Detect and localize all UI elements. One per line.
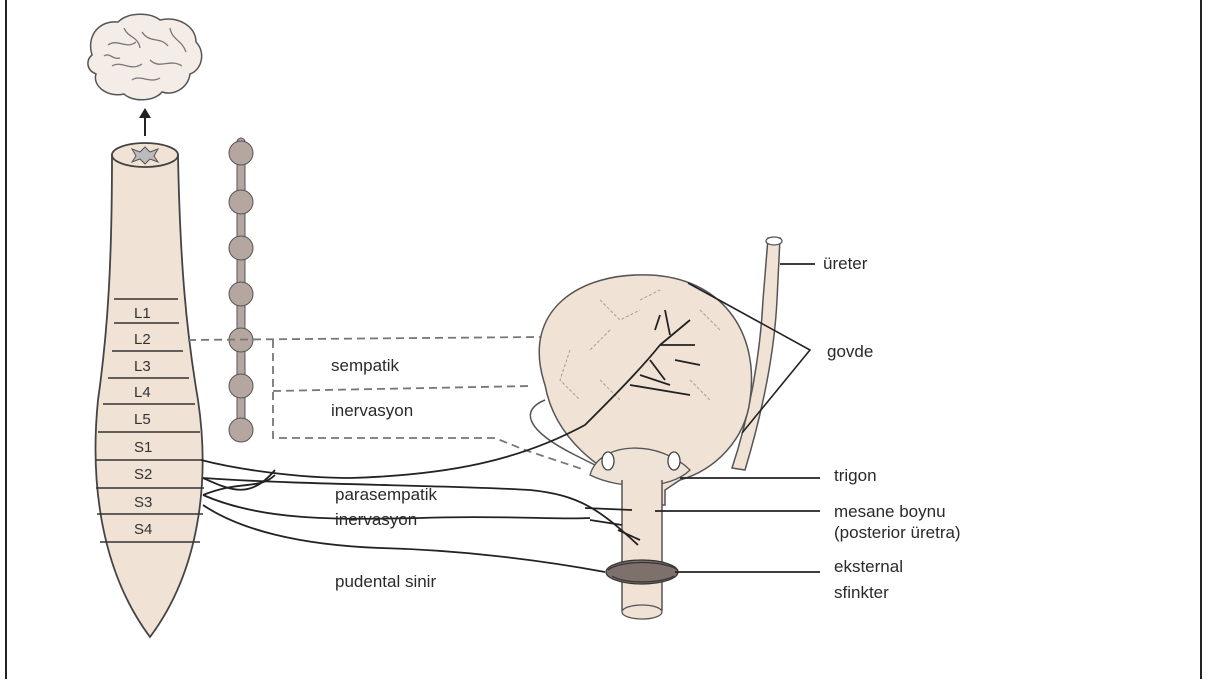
segment-s3: S3: [134, 494, 152, 511]
spinal-cord: L1 L2 L3 L4 L5 S1 S2 S3 S4: [96, 143, 204, 637]
segment-l5: L5: [134, 411, 151, 428]
label-body: govde: [827, 341, 873, 362]
label-external: eksternal: [834, 556, 903, 577]
segment-s4: S4: [134, 521, 152, 538]
label-posterior-urethra: (posterior üretra): [834, 522, 961, 543]
arrow-up-icon: [139, 108, 151, 136]
segment-l3: L3: [134, 358, 151, 375]
external-sphincter: [606, 560, 678, 584]
label-sphincter: sfinkter: [834, 582, 889, 603]
segment-l4: L4: [134, 384, 151, 401]
label-parasympathetic-inervation: inervasyon: [335, 510, 417, 530]
segment-l1: L1: [134, 305, 151, 322]
segment-s1: S1: [134, 439, 152, 456]
label-pudendal: pudental sinir: [335, 572, 436, 592]
bladder: [530, 237, 782, 619]
label-sympathetic-inervation: inervasyon: [331, 401, 413, 421]
label-sympathetic: sempatik: [331, 356, 399, 376]
label-bladder-neck: mesane boynu: [834, 501, 946, 522]
brain-icon: [88, 14, 202, 100]
label-parasympathetic: parasempatik: [335, 485, 437, 505]
urethra: [622, 480, 662, 610]
segment-s2: S2: [134, 466, 152, 483]
label-trigone: trigon: [834, 465, 877, 486]
sympathetic-chain: [229, 138, 253, 442]
label-ureter: üreter: [823, 253, 867, 274]
segment-l2: L2: [134, 331, 151, 348]
